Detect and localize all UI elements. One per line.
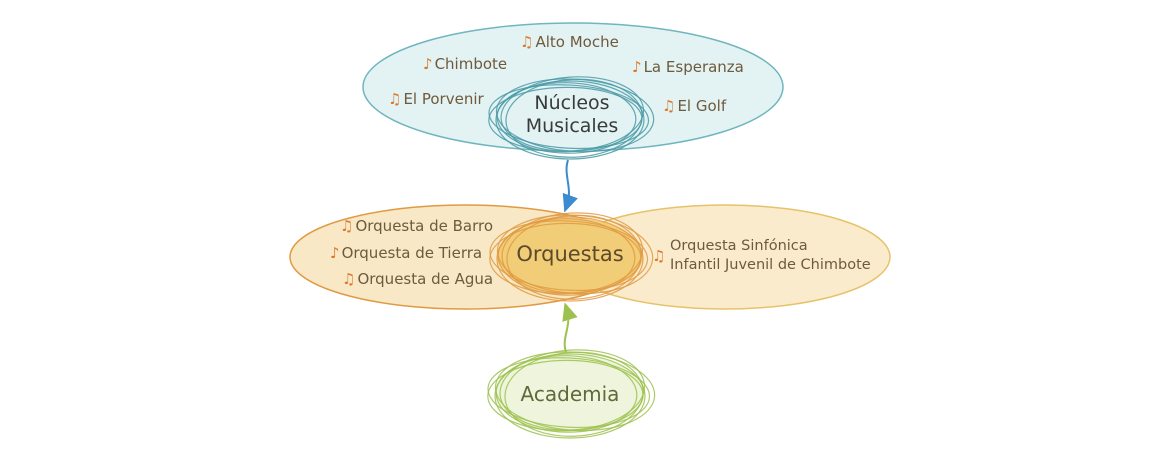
orquestas-item-agua: ♫Orquesta de Agua xyxy=(342,270,494,288)
music-note-icon: ♪ xyxy=(330,244,340,262)
beamed-notes-icon: ♫ xyxy=(342,270,356,288)
nucleos-hub-label: Núcleos Musicales xyxy=(525,92,619,137)
hub-ring xyxy=(494,353,646,439)
nucleos-item-alto-moche: ♫Alto Moche xyxy=(520,33,619,51)
nucleos-item-el-porvenir: ♫El Porvenir xyxy=(388,90,484,108)
academia-hub-label: Academia xyxy=(520,382,620,406)
hub-ring xyxy=(496,82,637,154)
hub-ring xyxy=(488,84,650,150)
nucleos-item-la-esperanza: ♪La Esperanza xyxy=(632,58,744,76)
hub-ring xyxy=(487,357,651,429)
hub-ring xyxy=(495,80,645,160)
hub-ring xyxy=(500,76,645,152)
hub-ring xyxy=(496,216,644,302)
orquestas-item-sinfonica: ♫ Orquesta Sinfónica Infantil Juvenil de… xyxy=(652,238,871,273)
hub-fill xyxy=(496,82,644,152)
orquestas-item-barro: ♫Orquesta de Barro xyxy=(340,217,493,235)
hub-ring xyxy=(504,351,644,437)
beamed-notes-icon: ♫ xyxy=(340,217,354,235)
hub-ring xyxy=(489,220,649,291)
hub-fill xyxy=(497,218,643,294)
orquestas-item-tierra: ♪Orquesta de Tierra xyxy=(330,244,483,262)
beamed-notes-icon: ♫ xyxy=(388,90,402,108)
hub-fill xyxy=(495,355,645,431)
arrow-nucleos-to-orquestas xyxy=(562,159,578,213)
hub-ring xyxy=(495,355,638,433)
hub-ring xyxy=(499,349,646,431)
nucleos-hub-rings xyxy=(488,76,655,160)
hub-ring xyxy=(506,214,642,300)
orquestas-hub-rings xyxy=(489,212,654,302)
hub-ring xyxy=(505,78,643,158)
music-note-icon: ♪ xyxy=(423,55,433,73)
arrow-academia-to-orquestas xyxy=(562,302,578,353)
beamed-notes-icon: ♫ xyxy=(652,247,666,265)
hub-ring xyxy=(497,218,636,296)
beamed-notes-icon: ♫ xyxy=(520,33,534,51)
nucleos-item-chimbote: ♪Chimbote xyxy=(423,55,508,73)
academia-hub-rings xyxy=(487,349,656,439)
beamed-notes-icon: ♫ xyxy=(662,97,676,115)
orquestas-hub-label: Orquestas xyxy=(516,242,624,266)
music-note-icon: ♪ xyxy=(632,58,642,76)
nucleos-item-el-golf: ♫El Golf xyxy=(662,97,727,115)
hub-ring xyxy=(501,212,644,294)
